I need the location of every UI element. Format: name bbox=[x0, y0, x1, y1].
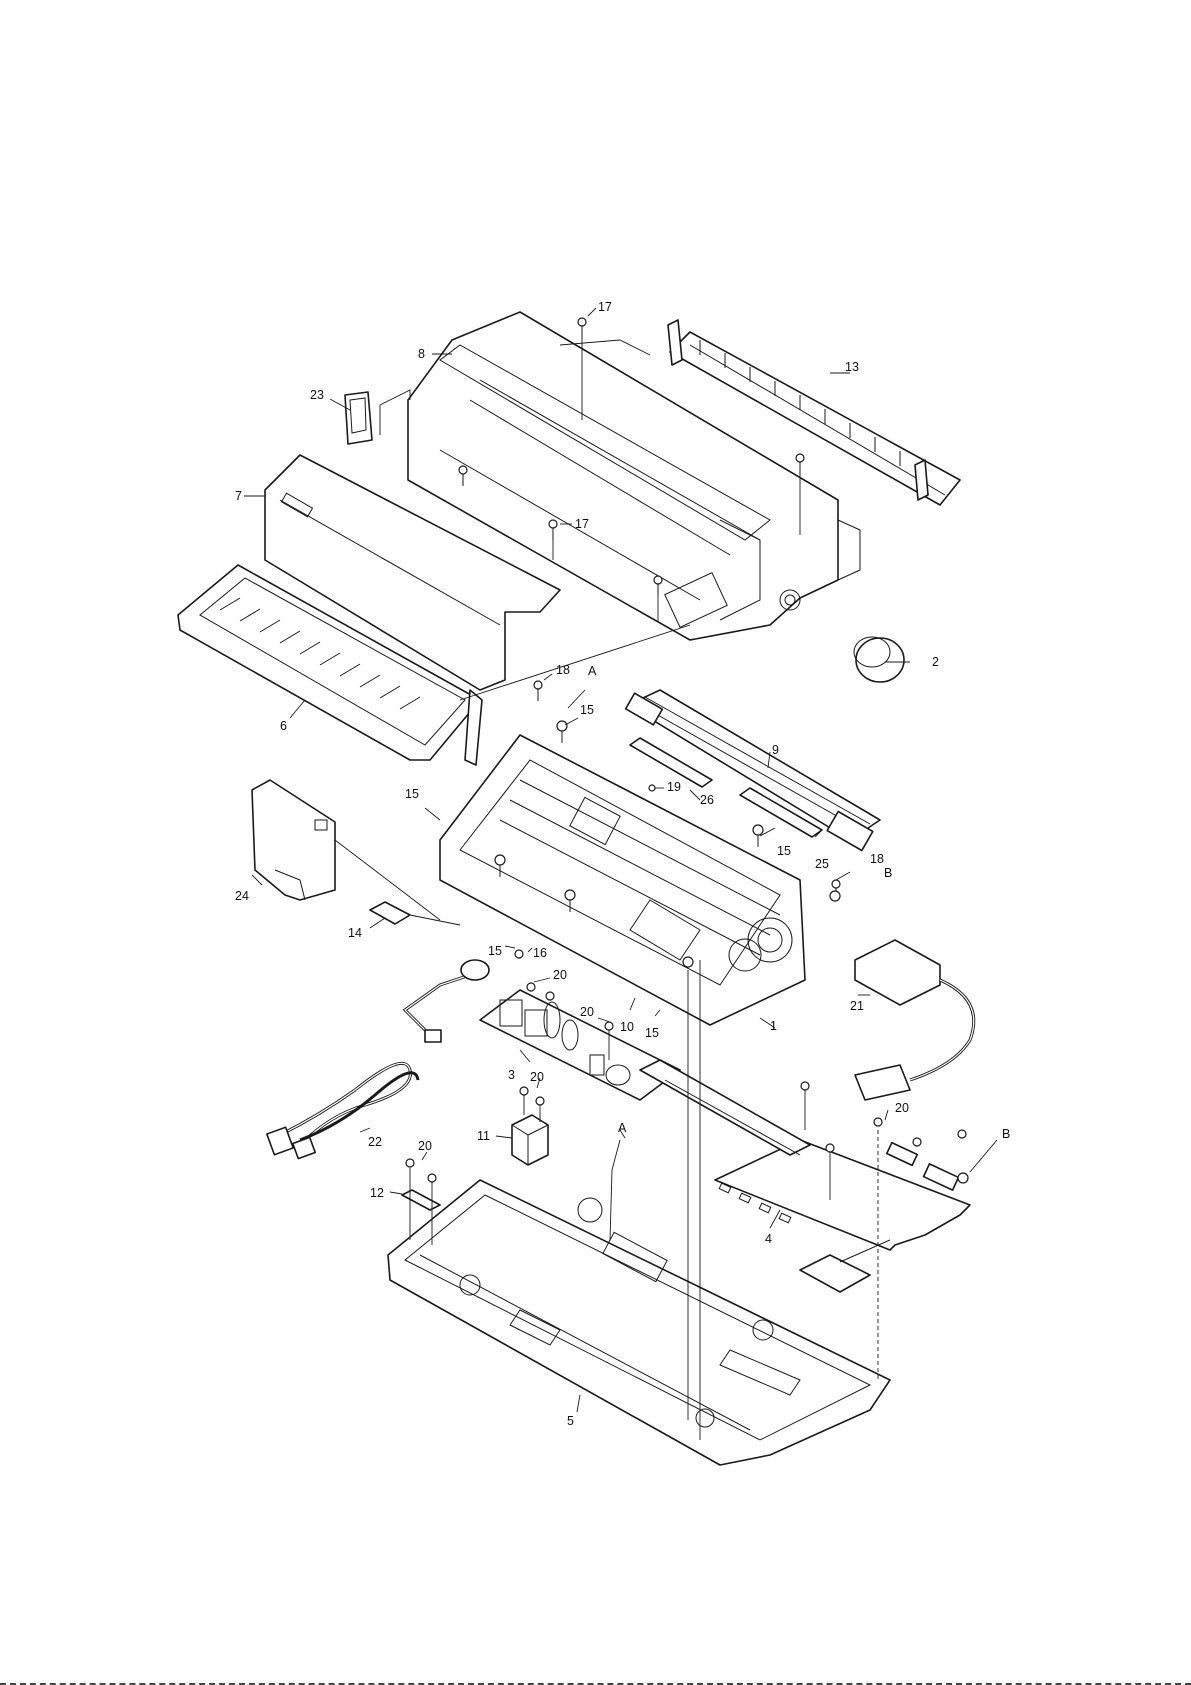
screw-icon bbox=[874, 1118, 882, 1126]
knob-part-2 bbox=[854, 637, 904, 682]
callout-label-2: 2 bbox=[932, 655, 939, 669]
callout-label-11: 11 bbox=[477, 1129, 490, 1143]
screw-icon bbox=[527, 983, 535, 991]
callout-label-8: 8 bbox=[418, 347, 425, 361]
callout-label-17: 17 bbox=[575, 517, 589, 531]
callout-label-15: 15 bbox=[405, 787, 419, 801]
callout-label-20: 20 bbox=[418, 1139, 432, 1153]
screw-icon bbox=[683, 957, 693, 967]
screw-icon bbox=[826, 1144, 834, 1152]
callout-label-17: 17 bbox=[598, 300, 612, 314]
callout-label-15: 15 bbox=[645, 1026, 659, 1040]
callout-label-1: 1 bbox=[770, 1019, 777, 1033]
callout-label-18: 18 bbox=[870, 852, 884, 866]
lower-case-part-5 bbox=[388, 1180, 890, 1465]
callout-label-B: B bbox=[884, 866, 892, 880]
callout-label-9: 9 bbox=[772, 743, 779, 757]
callout-label-A: A bbox=[588, 664, 597, 678]
paper-separator-part-23 bbox=[345, 392, 372, 444]
callout-label-15: 15 bbox=[580, 703, 594, 717]
callout-label-15: 15 bbox=[488, 944, 502, 958]
screw-icon bbox=[605, 1022, 613, 1030]
power-harness bbox=[405, 960, 489, 1042]
callout-label-21: 21 bbox=[850, 999, 864, 1013]
callout-label-26: 26 bbox=[700, 793, 714, 807]
interface-cable-part-21 bbox=[855, 940, 974, 1100]
screw-icon bbox=[958, 1130, 966, 1138]
small-plate-part-14 bbox=[370, 902, 410, 924]
callout-label-3: 3 bbox=[508, 1068, 515, 1082]
callout-label-20: 20 bbox=[895, 1101, 909, 1115]
callout-label-25: 25 bbox=[815, 857, 829, 871]
callout-label-13: 13 bbox=[845, 360, 859, 374]
callout-label-20: 20 bbox=[553, 968, 567, 982]
callout-label-19: 19 bbox=[667, 780, 681, 794]
screw-icon bbox=[520, 1087, 528, 1095]
callout-label-23: 23 bbox=[310, 388, 324, 402]
screw-icon bbox=[830, 891, 840, 901]
callout-label-12: 12 bbox=[370, 1186, 384, 1200]
screw-icon bbox=[536, 1097, 544, 1105]
callout-label-5: 5 bbox=[567, 1414, 574, 1428]
screw-icon bbox=[796, 454, 804, 474]
callout-label-16: 16 bbox=[533, 946, 547, 960]
screw-icon bbox=[515, 950, 523, 958]
callout-label-10: 10 bbox=[620, 1020, 634, 1034]
screw-icon bbox=[958, 1173, 968, 1183]
callout-label-15: 15 bbox=[777, 844, 791, 858]
callout-label-B: B bbox=[1002, 1127, 1010, 1141]
callout-label-24: 24 bbox=[235, 889, 249, 903]
callout-label-22: 22 bbox=[368, 1135, 382, 1149]
callout-label-14: 14 bbox=[348, 926, 362, 940]
screw-icon bbox=[406, 1159, 414, 1167]
transformer-part-11 bbox=[512, 1115, 548, 1165]
callout-label-4: 4 bbox=[765, 1232, 772, 1246]
screw-icon bbox=[578, 318, 586, 338]
callout-label-A: A bbox=[618, 1121, 627, 1135]
screw-icon bbox=[649, 785, 655, 791]
callout-label-20: 20 bbox=[530, 1070, 544, 1084]
screw-icon bbox=[546, 992, 554, 1000]
bracket-part-12 bbox=[402, 1190, 440, 1210]
screw-icon bbox=[801, 1082, 809, 1090]
side-bracket-part-24 bbox=[252, 780, 335, 900]
callout-label-7: 7 bbox=[235, 489, 242, 503]
power-cord-part-22 bbox=[267, 1063, 418, 1158]
screw-icon bbox=[753, 825, 763, 847]
screw-icon bbox=[534, 681, 542, 701]
screw-icon bbox=[913, 1138, 921, 1146]
callout-label-20: 20 bbox=[580, 1005, 594, 1019]
callout-label-18: 18 bbox=[556, 663, 570, 677]
callout-label-6: 6 bbox=[280, 719, 287, 733]
screw-icon bbox=[428, 1174, 436, 1182]
